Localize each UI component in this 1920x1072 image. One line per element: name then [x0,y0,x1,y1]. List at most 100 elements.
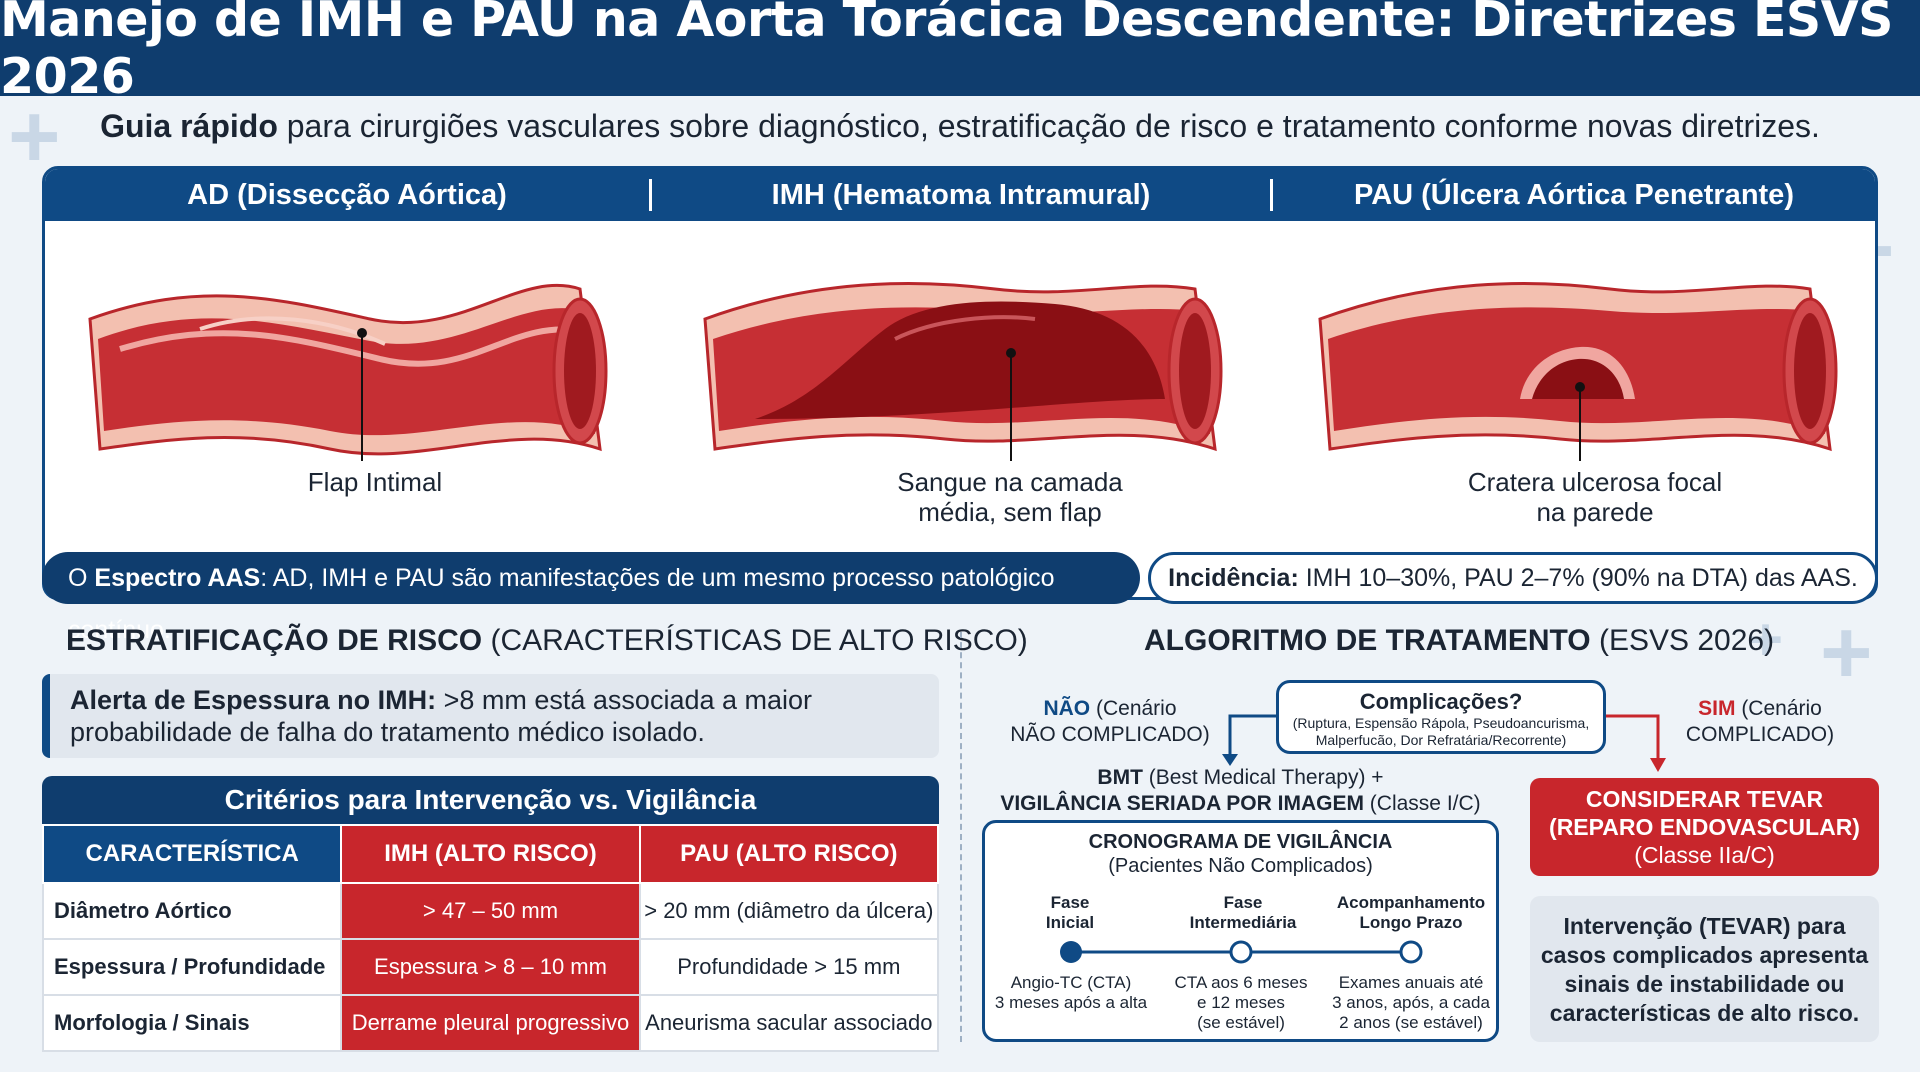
tevar-line: (Classe IIa/C) [1634,842,1775,868]
no-bold: NÃO [1043,697,1091,720]
plus-decoration-icon: + [1820,603,1873,703]
algorithm-section-title: ALGORITMO DE TRATAMENTO (ESVS 2026) [1144,624,1774,658]
incidence-rest: IMH 10–30%, PAU 2–7% (90% na DTA) das AA… [1298,564,1858,592]
surveillance-schedule: CRONOGRAMA DE VIGILÂNCIA (Pacientes Não … [982,820,1499,1042]
table-header: IMH (ALTO RISCO) [340,824,641,884]
penetrating-ulcer-illustration [1318,281,1838,461]
alert-rest: >8 mm está associada a maior probabilida… [70,685,813,747]
timeline-node [1229,940,1253,964]
subtitle-rest: para cirurgiões vasculares sobre diagnós… [277,108,1820,144]
spectrum-rest: : AD, IMH e PAU são manifestações de um … [68,564,1055,644]
aas-types-panel: AD (Dissecção Aórtica) IMH (Hematoma Int… [42,166,1878,600]
phase-name-line: Acompanhamento [1336,893,1486,912]
header-separator [649,179,652,211]
incidence-bold: Incidência: [1168,564,1299,592]
timeline-node [1060,941,1082,963]
bmt-rest: (Best Medical Therapy) + [1142,766,1384,789]
phase-desc-line: 3 meses após a alta [994,993,1148,1012]
incidence-bar: Incidência: IMH 10–30%, PAU 2–7% (90% na… [1148,552,1878,604]
phase-desc: Angio-TC (CTA) 3 meses após a alta [991,973,1151,1013]
intervention-note: Intervenção (TEVAR) para casos complicad… [1530,896,1879,1042]
thickness-alert: Alerta de Espessura no IMH: >8 mm está a… [42,674,939,758]
page-title: Manejo de IMH e PAU na Aorta Torácica De… [0,0,1893,105]
intramural-hematoma-illustration [703,281,1223,461]
table-row: Diâmetro Aórtico > 47 – 50 mm > 20 mm (d… [41,882,940,940]
table-cell: Espessura / Profundidade [41,938,343,996]
no-rest: (Cenário [1090,697,1177,720]
algorithm-title-bold: ALGORITMO DE TRATAMENTO [1144,624,1591,657]
phase-name-line: Fase [1050,893,1090,912]
schedule-title: CRONOGRAMA DE VIGILÂNCIA [1088,831,1393,853]
pau-label-line: na parede [1536,497,1654,527]
risk-title-bold: ESTRATIFICAÇÃO DE RISCO [66,624,483,657]
ad-label-line: Flap Intimal [307,467,443,497]
yes-bold: SIM [1698,697,1736,720]
spectrum-bar: O Espectro AAS: AD, IMH e PAU são manife… [42,552,1140,644]
phase-desc-line: Exames anuais até [1338,973,1484,992]
phase-desc-line: 2 anos (se estável) [1339,1013,1483,1032]
phase-desc-line: CTA aos 6 meses [1174,973,1308,992]
complications-sub: (Ruptura, Espensão Rápola, Pseudoancuris… [1292,715,1590,731]
table-cell: > 20 mm (diâmetro da úlcera) [638,882,940,940]
subtitle-bold: Guia rápido [100,108,278,144]
phase-desc-line: (se estável) [1197,1013,1285,1032]
spectrum-bold: Espectro AAS [94,564,261,592]
arrow-down-icon [1222,754,1238,766]
phase-desc-line: e 12 meses [1197,993,1285,1012]
timeline-node [1399,940,1423,964]
pau-label: Cratera ulcerosa focal na parede [1435,467,1755,527]
criteria-table-title: Critérios para Intervenção vs. Vigilânci… [42,776,939,824]
no-branch-label: NÃO (Cenário NÃO COMPLICADO) [1010,696,1210,748]
table-row: Morfologia / Sinais Derrame pleural prog… [41,994,940,1052]
panel-header [45,169,1875,221]
imh-label-line: Sangue na camada [897,467,1123,497]
complications-box: Complicações? (Ruptura, Espensão Rápola,… [1276,680,1606,754]
table-header: CARACTERÍSTICA [41,824,343,884]
risk-title-rest: (CARACTERÍSTICAS DE ALTO RISCO) [482,624,1028,657]
aortic-dissection-illustration [88,283,608,461]
section-divider [960,632,962,1042]
phase-name-line: Fase [1223,893,1263,912]
intervention-line: características de alto risco. [1549,1000,1860,1026]
yes-line2: COMPLICADO) [1685,723,1835,746]
pau-label-line: Cratera ulcerosa focal [1467,467,1723,497]
plus-decoration-icon: + [1748,606,1784,673]
table-header-row: CARACTERÍSTICA IMH (ALTO RISCO) PAU (ALT… [41,824,940,884]
subtitle: Guia rápido para cirurgiões vasculares s… [0,108,1920,145]
risk-section-title: ESTRATIFICAÇÃO DE RISCO (CARACTERÍSTICAS… [66,624,1028,658]
table-cell: Profundidade > 15 mm [638,938,940,996]
timeline [1060,940,1423,964]
imh-label: Sangue na camada média, sem flap [845,467,1175,527]
table-cell: Aneurisma sacular associado [638,994,940,1052]
table-cell: Morfologia / Sinais [41,994,343,1052]
table-cell: > 47 – 50 mm [340,882,641,940]
tevar-line: CONSIDERAR TEVAR [1585,786,1824,812]
table-row: Espessura / Profundidade Espessura > 8 –… [41,938,940,996]
phase-desc: CTA aos 6 meses e 12 meses (se estável) [1161,973,1321,1033]
schedule-sub: (Pacientes Não Complicados) [1108,855,1373,877]
phase-desc-line: 3 anos, após, a cada [1332,993,1490,1012]
bmt-line2-rest: (Classe I/C) [1363,792,1481,815]
bmt-text: BMT (Best Medical Therapy) + VIGILÂNCIA … [982,765,1499,817]
intervention-line: sinais de instabilidade ou [1564,971,1845,997]
alert-bold: Alerta de Espessura no IMH: [70,685,437,715]
spectrum-pre: O [68,564,95,592]
table-cell: Derrame pleural progressivo [340,994,641,1052]
arrow-down-icon [1650,758,1666,772]
ad-label: Flap Intimal [225,467,525,497]
intervention-line: Intervenção (TEVAR) para [1563,913,1846,939]
complications-title: Complicações? [1359,689,1523,714]
intervention-line: casos complicados apresenta [1540,942,1869,968]
yes-rest: (Cenário [1735,697,1822,720]
yes-branch-label: SIM (Cenário COMPLICADO) [1680,696,1840,748]
phase-name: Fase Inicial [1005,893,1135,933]
table-cell: Espessura > 8 – 10 mm [340,938,641,996]
bmt-line2-bold: VIGILÂNCIA SERIADA POR IMAGEM [1000,792,1364,815]
type-title-ad: AD (Dissecção Aórtica) [187,179,507,211]
phase-desc: Exames anuais até 3 anos, após, a cada 2… [1325,973,1497,1033]
phase-name-line: Longo Prazo [1359,913,1463,932]
table-header: PAU (ALTO RISCO) [638,824,940,884]
phase-desc-line: Angio-TC (CTA) [1010,973,1132,992]
phase-name-line: Intermediária [1189,913,1297,932]
tevar-box: CONSIDERAR TEVAR (REPARO ENDOVASCULAR) (… [1530,778,1879,876]
